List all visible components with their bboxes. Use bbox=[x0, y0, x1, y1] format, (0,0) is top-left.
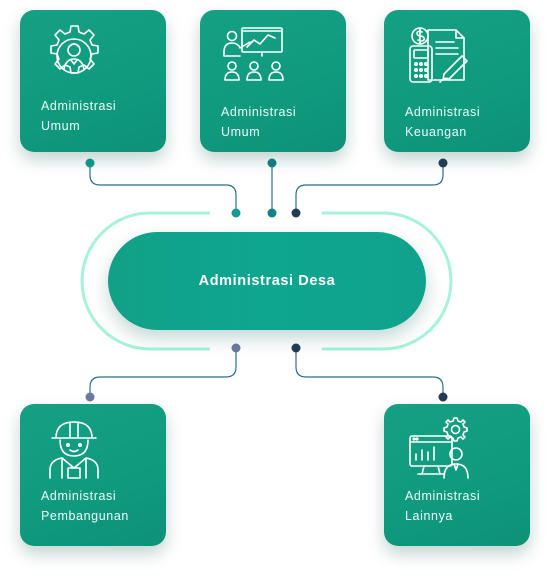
card-administrasi-umum-1[interactable]: Administrasi Umum bbox=[20, 10, 166, 152]
connector-dot bbox=[292, 209, 301, 218]
center-hub-label: Administrasi Desa bbox=[199, 273, 336, 289]
card-administrasi-umum-2[interactable]: Administrasi Umum bbox=[200, 10, 346, 152]
card-title: Administrasi bbox=[41, 96, 157, 116]
connector-dot bbox=[232, 209, 241, 218]
connector-dot bbox=[232, 344, 241, 353]
card-administrasi-lainnya[interactable]: Administrasi Lainnya bbox=[384, 404, 530, 546]
card-title: Administrasi bbox=[41, 486, 157, 506]
card-subtitle: Umum bbox=[41, 116, 157, 136]
connector-dot bbox=[268, 209, 277, 218]
finance-document-icon bbox=[404, 22, 472, 90]
card-subtitle: Pembangunan bbox=[41, 506, 157, 526]
connector-card5 bbox=[296, 348, 443, 397]
connector-dot bbox=[268, 159, 277, 168]
connector-dot bbox=[86, 159, 95, 168]
presentation-icon bbox=[220, 22, 288, 90]
construction-worker-icon bbox=[40, 416, 108, 484]
card-subtitle: Keuangan bbox=[405, 122, 521, 142]
card-title: Administrasi bbox=[221, 102, 337, 122]
connector-dot bbox=[86, 393, 95, 402]
connector-dot bbox=[439, 393, 448, 402]
card-subtitle: Umum bbox=[221, 122, 337, 142]
card-administrasi-pembangunan[interactable]: Administrasi Pembangunan bbox=[20, 404, 166, 546]
connector-card4 bbox=[90, 348, 236, 397]
monitor-person-icon bbox=[404, 416, 472, 484]
card-title: Administrasi bbox=[405, 102, 521, 122]
connector-card3 bbox=[296, 163, 443, 213]
connector-dot bbox=[439, 159, 448, 168]
center-hub[interactable]: Administrasi Desa bbox=[108, 232, 426, 330]
card-title: Administrasi bbox=[405, 486, 521, 506]
gear-person-icon bbox=[40, 22, 108, 90]
connector-dot bbox=[292, 344, 301, 353]
card-subtitle: Lainnya bbox=[405, 506, 521, 526]
connector-card1 bbox=[90, 163, 236, 213]
card-administrasi-keuangan[interactable]: Administrasi Keuangan bbox=[384, 10, 530, 152]
